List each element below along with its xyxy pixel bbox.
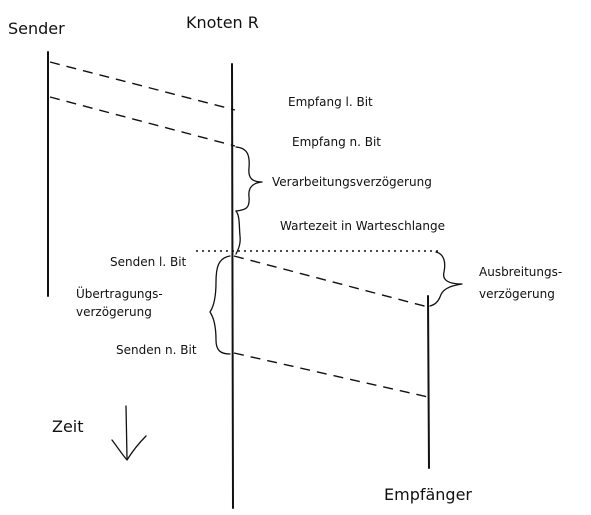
time-label: Zeit [52, 417, 84, 436]
processing-delay-label: Verarbeitungsverzögerung [272, 175, 432, 189]
router-label: Knoten R [186, 13, 259, 32]
propagation-delay-label-line2: verzögerung [479, 287, 555, 301]
recv-last-bit-label: Empfang n. Bit [292, 135, 381, 149]
transmission-delay-brace [209, 255, 231, 355]
time-arrow-head [111, 435, 147, 461]
send-first-bit-label: Senden l. Bit [110, 255, 187, 269]
recv-first-bit-label: Empfang l. Bit [288, 95, 373, 109]
transmission-delay-label-line2: verzögerung [76, 305, 152, 319]
processing-delay-brace [235, 146, 263, 212]
last-bit-line-router-receiver [233, 352, 429, 398]
receiver-timeline [427, 295, 430, 469]
time-arrow-shaft [125, 405, 128, 459]
propagation-delay-brace [429, 251, 463, 307]
sender-label: Sender [8, 19, 65, 38]
propagation-delay-label-line1: Ausbreitungs- [479, 265, 562, 279]
first-bit-line-router-receiver [233, 255, 429, 308]
queue-wait-brace [235, 210, 241, 255]
queue-wait-label: Wartezeit in Warteschlange [280, 219, 445, 233]
transmission-delay-label-line1: Übertragungs- [76, 285, 163, 301]
receiver-label: Empfänger [384, 485, 472, 504]
send-last-bit-label: Senden n. Bit [116, 343, 197, 357]
first-bit-line-sender-router [49, 61, 236, 111]
last-bit-line-sender-router [49, 96, 236, 147]
router-timeline [231, 63, 234, 509]
